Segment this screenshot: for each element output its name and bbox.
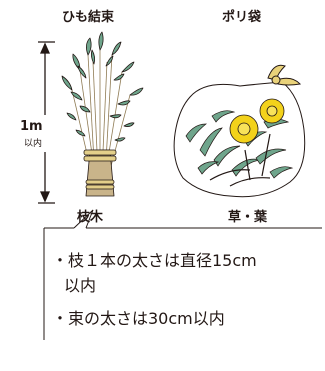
flower-right-icon xyxy=(259,98,285,124)
bundle-thickness-note: ・束の太さは30cm以内 xyxy=(52,309,225,328)
plastic-bag-illustration xyxy=(173,64,306,198)
branch-diameter-note: ・枝１本の太さは直径15cm xyxy=(52,251,257,270)
bundle-method-label: ひも結束 xyxy=(62,10,115,25)
branch-bundle-illustration xyxy=(61,31,144,197)
flower-left-icon xyxy=(229,114,259,144)
bag-method-label: ポリ袋 xyxy=(222,10,262,25)
branch-diameter-note-continued: 以内 xyxy=(64,276,97,295)
notes-callout-box xyxy=(43,209,322,340)
height-dimension-arrow xyxy=(38,41,55,204)
height-value-label: 1m xyxy=(20,119,43,134)
branches-caption: 枝木 xyxy=(77,210,104,225)
height-limit-note: 以内 xyxy=(24,139,43,149)
grass-leaves-caption: 草・葉 xyxy=(228,210,268,225)
